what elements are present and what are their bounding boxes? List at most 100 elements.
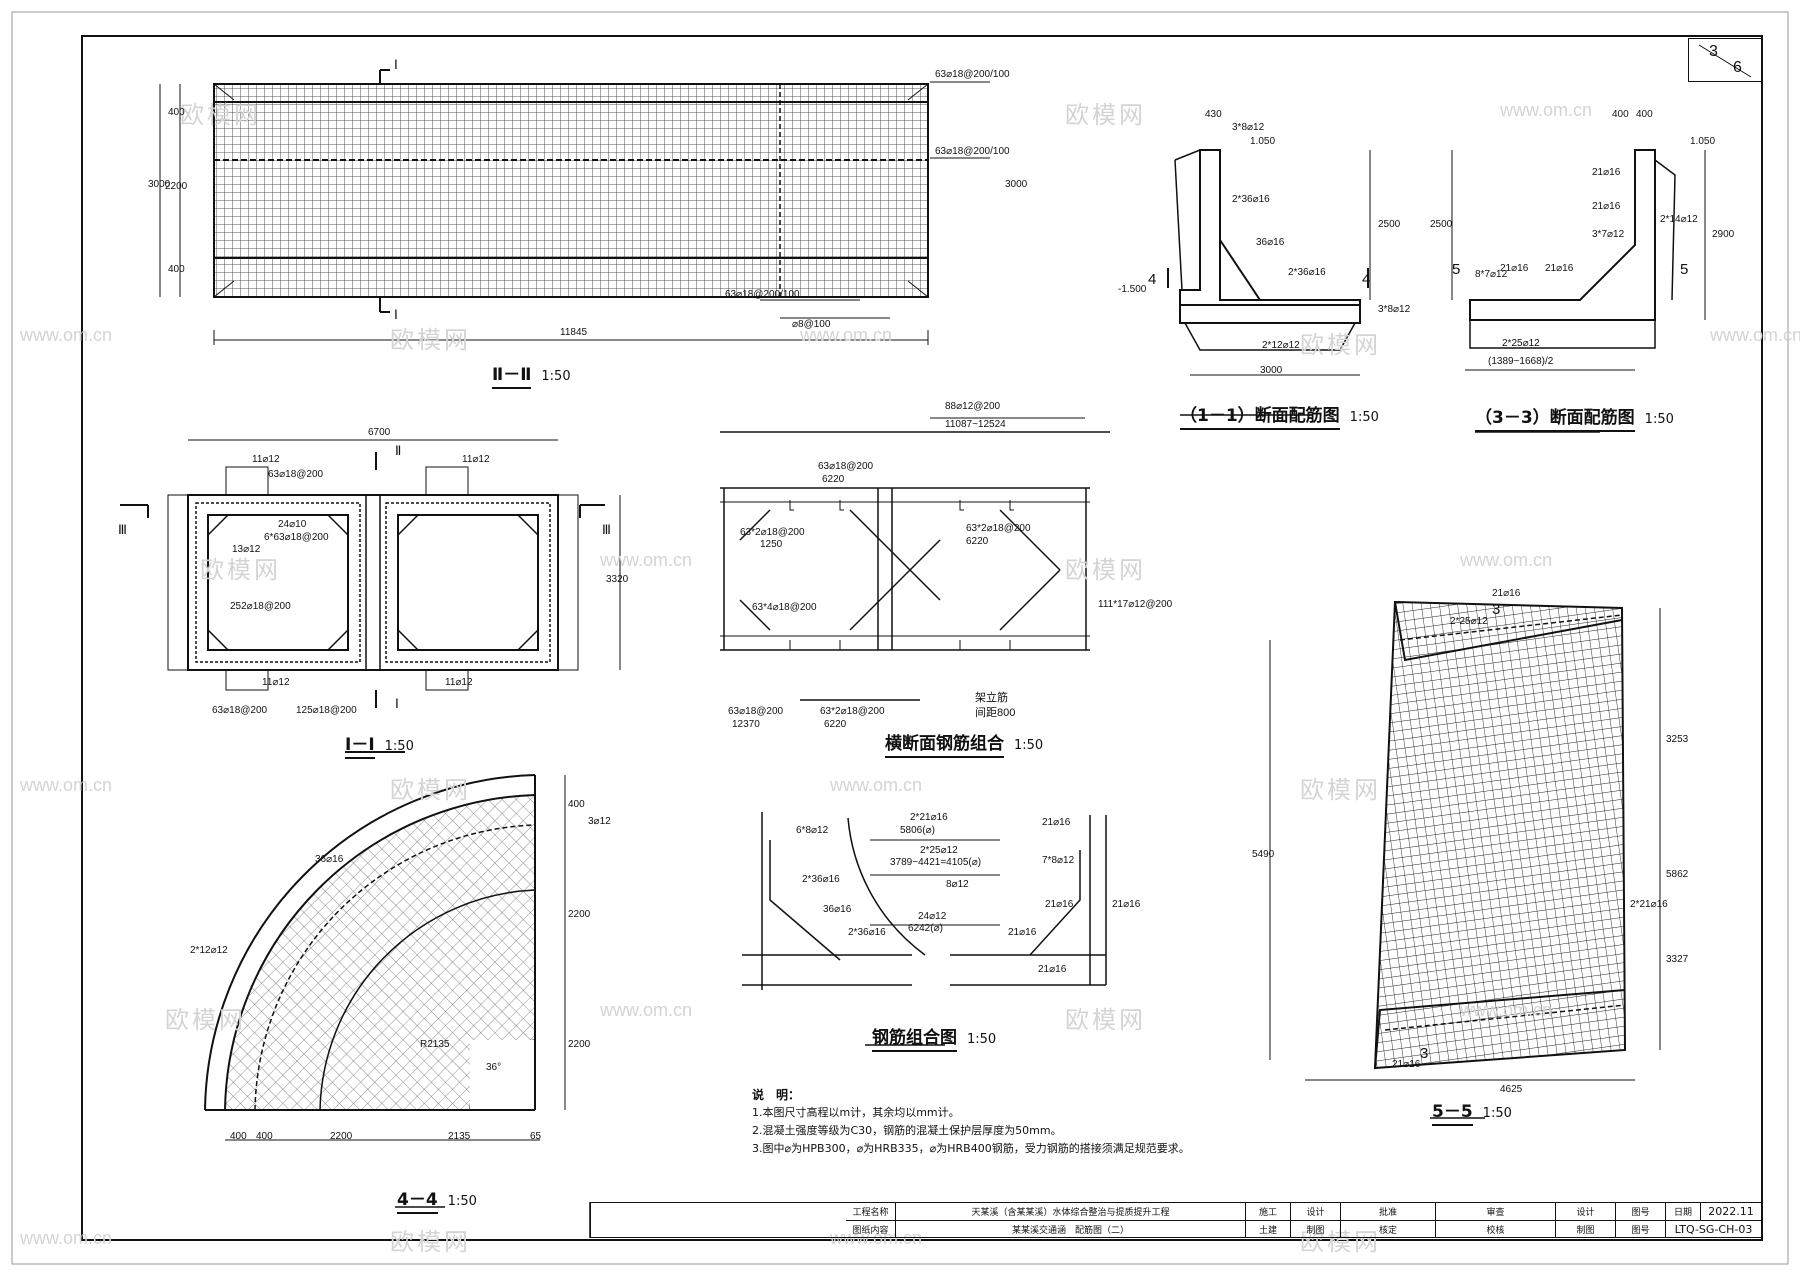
- tb-cell: 核定: [1341, 1220, 1436, 1237]
- date-value: 2022.11: [1708, 1205, 1754, 1218]
- watermark-url: www.om.cn: [1460, 1000, 1553, 1020]
- elevation-label: 1.050: [1250, 136, 1276, 147]
- rebar-label: 6*8⌀12: [796, 825, 829, 836]
- view-22-drawing: [159, 69, 990, 345]
- dimension-label: R2135: [420, 1039, 450, 1050]
- drawing-no-value: LTQ-SG-CH-03: [1666, 1220, 1761, 1237]
- section-mark: 4: [1148, 271, 1157, 288]
- tb-cell: 制图: [1556, 1220, 1616, 1237]
- watermark-logo: 欧模网: [1300, 776, 1381, 804]
- dimension-label: 2500: [1430, 219, 1453, 230]
- section-mark: 5: [1452, 261, 1461, 278]
- rebar-label: 12370: [732, 719, 760, 730]
- watermark-url: www.om.cn: [830, 775, 923, 795]
- tb-cell: 图号: [1616, 1203, 1666, 1220]
- rebar-label: 21⌀16: [1038, 964, 1067, 975]
- rebar-label: 3*7⌀12: [1592, 229, 1625, 240]
- dimension-label: 400: [568, 799, 585, 810]
- rebar-label: 6242(⌀): [908, 923, 943, 934]
- dimension-label: 65: [530, 1131, 542, 1142]
- notes-heading: 说 明：: [752, 1088, 801, 1102]
- rebar-label: 63*2⌀18@200: [820, 706, 885, 717]
- view-combo-drawing: [742, 812, 1107, 1046]
- dimension-label: 2500: [1378, 219, 1401, 230]
- rebar-label: 11⌀12: [445, 677, 473, 688]
- rebar-label: 63⌀18@200: [818, 461, 874, 472]
- rebar-label: 2*12⌀12: [190, 945, 228, 956]
- elevation-label: -1.500: [1118, 284, 1147, 295]
- dimension-label: 400: [1636, 109, 1653, 120]
- rebar-label: 63⌀18@200/100: [935, 69, 1010, 80]
- sheet-number-box: 3 6: [1688, 38, 1762, 82]
- watermark-logo: 欧模网: [1065, 556, 1146, 584]
- rebar-label: 6*63⌀18@200: [264, 532, 329, 543]
- dimension-label: 400: [256, 1131, 273, 1142]
- watermark-logo: 欧模网: [180, 101, 261, 129]
- dimension-label: 3000: [1005, 179, 1028, 190]
- watermark-logo: 欧模网: [1065, 101, 1146, 129]
- rebar-label: 36⌀16: [1256, 237, 1285, 248]
- dimension-label: 5490: [1252, 849, 1275, 860]
- sheet-total: 6: [1733, 59, 1742, 76]
- rebar-label: 21⌀16: [1592, 201, 1621, 212]
- section-mark: 3: [1492, 601, 1501, 618]
- rebar-label: 11⌀12: [252, 454, 280, 465]
- design-notes: 说 明： 1.本图尺寸高程以m计，其余均以mm计。 2.混凝土强度等级为C30，…: [752, 1086, 1190, 1158]
- rebar-label: 21⌀16: [1492, 588, 1521, 599]
- title-block: 工程名称 天某溪（含某某溪）水体综合整治与提质提升工程 施工 设计 批准 审查 …: [590, 1202, 1762, 1238]
- section-mark: Ⅲ: [602, 522, 611, 537]
- dimension-label: 3327: [1666, 954, 1689, 965]
- rebar-label: 1250: [760, 539, 783, 550]
- rebar-label: 63⌀18@200/100: [935, 146, 1010, 157]
- watermark-url: www.om.cn: [800, 325, 893, 345]
- view-cross-drawing: [720, 417, 1110, 701]
- drawing-no-label: 图号: [1616, 1220, 1666, 1237]
- watermark-url: www.om.cn: [1710, 325, 1800, 345]
- rebar-label: 24⌀12: [918, 911, 947, 922]
- rebar-label: 7*8⌀12: [1042, 855, 1075, 866]
- watermark-url: www.om.cn: [20, 325, 113, 345]
- rebar-label: 63⌀18@200/100: [725, 289, 800, 300]
- project-label: 工程名称: [846, 1203, 896, 1220]
- rebar-label: 2*36⌀16: [1288, 267, 1326, 278]
- tb-cell: 施工: [1246, 1203, 1291, 1220]
- dimension-label: 2135: [448, 1131, 471, 1142]
- rebar-label: 2*25⌀12: [920, 845, 958, 856]
- rebar-label: 3⌀12: [588, 816, 611, 827]
- watermark-logo: 欧模网: [1065, 1006, 1146, 1034]
- rebar-label: 8*7⌀12: [1475, 269, 1508, 280]
- rebar-label: 5806(⌀): [900, 825, 935, 836]
- rebar-label: 21⌀16: [1112, 899, 1141, 910]
- dimension-label: 11845: [560, 327, 588, 338]
- sheet-current: 3: [1709, 43, 1718, 60]
- watermark-logo: 欧模网: [390, 1228, 471, 1256]
- rebar-label: 3*8⌀12: [1232, 122, 1265, 133]
- rebar-label: 88⌀12@200: [945, 401, 1001, 412]
- watermark-url: www.om.cn: [20, 1228, 113, 1248]
- rebar-label: 21⌀16: [1545, 263, 1574, 274]
- dimension-label: 400: [168, 107, 185, 118]
- dimension-label: 3320: [606, 574, 629, 585]
- rebar-label: 6220: [966, 536, 989, 547]
- rebar-label: 63*4⌀18@200: [752, 602, 817, 613]
- rebar-label: 2*36⌀16: [1232, 194, 1270, 205]
- note-line: 3.图中⌀为HPB300，⌀为HRB335，⌀为HRB400钢筋，受力钢筋的搭接…: [752, 1142, 1190, 1155]
- tb-cell: 审查: [1436, 1203, 1556, 1220]
- watermark-url: www.om.cn: [600, 1000, 693, 1020]
- view-sec33-drawing: [1451, 149, 1706, 433]
- watermark-url: www.om.cn: [1460, 550, 1553, 570]
- dimension-label: 36°: [486, 1062, 502, 1073]
- content-label: 图纸内容: [846, 1220, 896, 1237]
- rebar-label: 11⌀12: [462, 454, 490, 465]
- rebar-label: 21⌀16: [1592, 167, 1621, 178]
- dimension-label: 4625: [1500, 1084, 1523, 1095]
- rebar-label: 6220: [824, 719, 847, 730]
- dimension-label: 400: [168, 264, 185, 275]
- watermark-url: www.om.cn: [20, 775, 113, 795]
- watermark-logo: 欧模网: [1300, 1228, 1381, 1256]
